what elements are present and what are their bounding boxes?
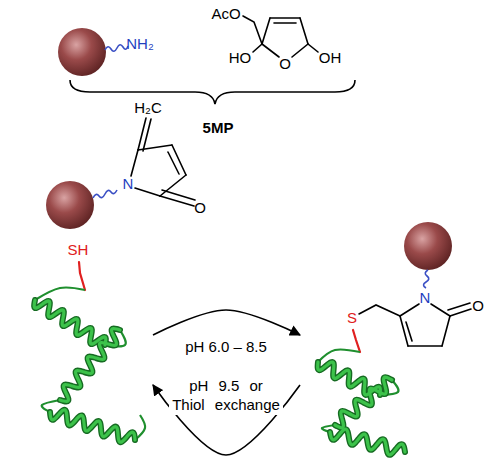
reaction-condition: pH 6.0 – 8.5: [183, 338, 269, 357]
protein-loop: [35, 287, 85, 300]
helix-outline: [34, 300, 106, 345]
sulfur-atom: S: [347, 309, 357, 326]
polymer-bead: [46, 181, 94, 229]
carbonyl-bond: [450, 309, 471, 316]
double-bond: [406, 322, 412, 341]
bond: [262, 18, 270, 44]
protein-node: S N O: [300, 218, 492, 458]
ring-oxygen: O: [279, 55, 291, 72]
cysteine-chain: [79, 262, 85, 290]
hydroxyl-group: HO: [229, 49, 252, 66]
protein-loop: [318, 349, 360, 362]
bond: [308, 44, 318, 52]
bond: [400, 304, 419, 316]
bond: [135, 188, 160, 196]
amine-group: NH₂: [126, 35, 154, 52]
cysteine-chain: [353, 330, 360, 352]
protein-helix: [335, 377, 392, 428]
protein-ribbons: [34, 287, 405, 455]
double-bond: [274, 22, 296, 24]
protein-node: SH: [18, 236, 153, 454]
protein-helix: [34, 300, 106, 345]
hydroxyl-group: OH: [319, 49, 342, 66]
bond: [131, 150, 138, 176]
helix-outline: [50, 410, 135, 442]
reaction-arrow: [153, 310, 300, 335]
bond: [270, 17, 300, 19]
bond: [431, 304, 450, 316]
wavy-linker: [105, 45, 128, 52]
bond: [400, 316, 408, 346]
protein-helix: [60, 329, 120, 402]
wavy-linker: [424, 270, 429, 288]
bond: [408, 345, 442, 347]
protein-helix: [330, 429, 405, 455]
thioether-bond: [359, 305, 400, 316]
bond: [172, 145, 186, 175]
nitrogen-atom: N: [420, 289, 431, 306]
compound-label: 5MP: [203, 119, 234, 136]
carbonyl-bond: [162, 190, 195, 200]
polymer-bead: [58, 28, 106, 76]
helix-outline: [330, 429, 405, 455]
bond: [243, 16, 262, 44]
acetoxy-group: AcO: [211, 5, 240, 22]
methylene-bond: [143, 119, 151, 151]
wavy-linker: [93, 190, 117, 198]
bond: [442, 316, 450, 346]
thiol-group: SH: [68, 241, 89, 258]
bond: [292, 44, 308, 57]
methylene-group: H₂C: [134, 99, 162, 116]
bond: [253, 44, 262, 52]
oxygen-atom: O: [472, 297, 484, 314]
bond: [262, 44, 279, 57]
oxygen-atom: O: [194, 199, 206, 216]
carbonyl-bond: [448, 303, 470, 310]
bond: [300, 18, 308, 44]
nitrogen-atom: N: [123, 175, 134, 192]
curly-brace: [70, 80, 355, 104]
reaction-condition: pH 9.5 or Thiol exchange: [169, 377, 283, 415]
protein-helix: [50, 410, 135, 442]
double-bond: [168, 152, 179, 174]
polymer-bead: [404, 222, 452, 270]
